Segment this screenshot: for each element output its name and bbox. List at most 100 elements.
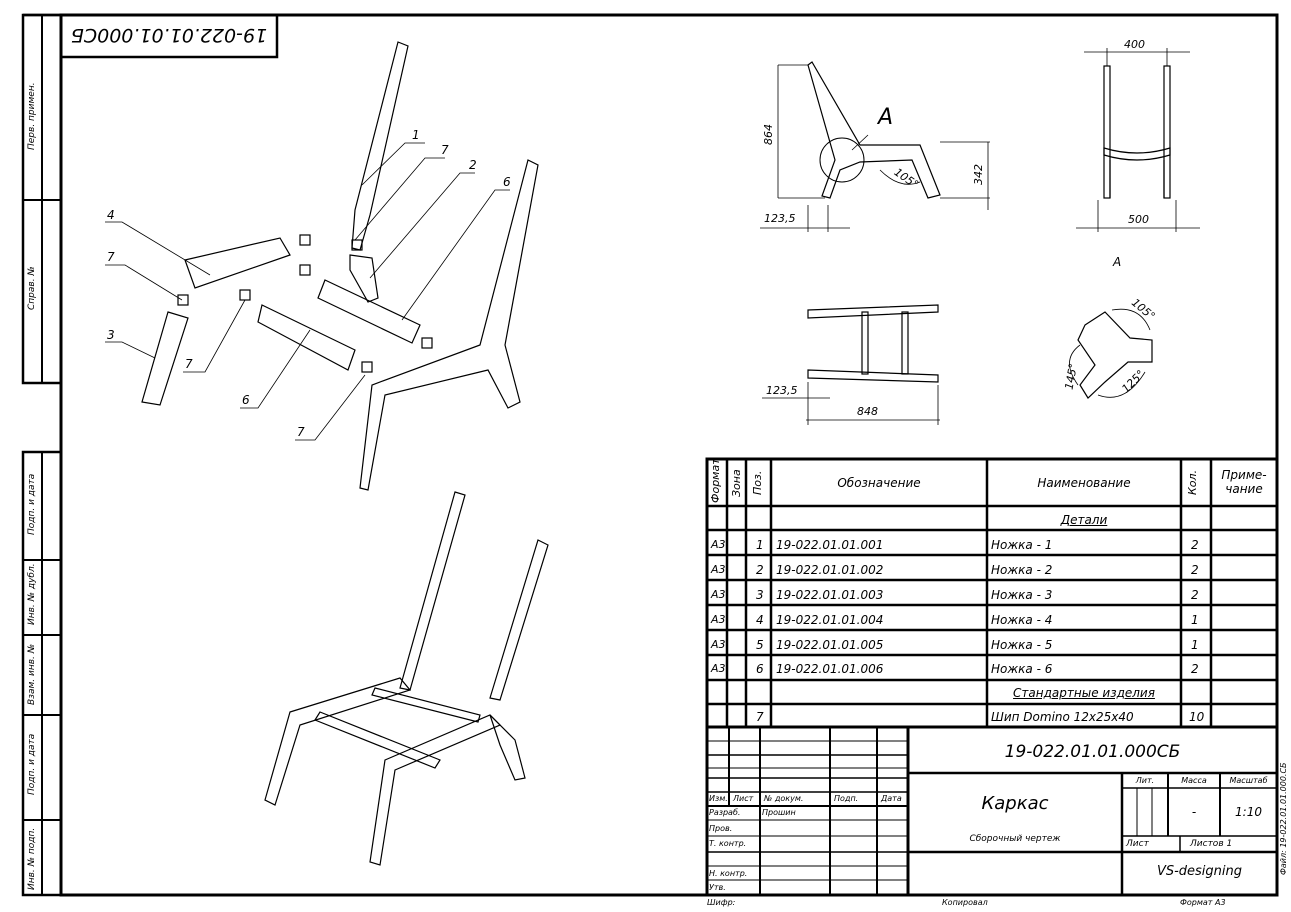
dim-seat-height: 342 (972, 164, 985, 185)
callout: 4 (107, 208, 115, 222)
title-doc-type: Сборочный чертеж (969, 834, 1061, 844)
side-field-reference: Справ. № (27, 266, 37, 310)
tb-col-sign: Подп. (834, 794, 859, 803)
spec-row-qty: 2 (1191, 588, 1199, 602)
tb-role: Разраб. (709, 808, 741, 817)
spec-header-qty: Кол. (1186, 469, 1199, 495)
tb-developer: Прошин (762, 808, 796, 817)
tb-col-list: Лист (733, 794, 754, 803)
tb-lit-label: Лит. (1135, 776, 1155, 785)
spec-row-format: А3 (711, 662, 726, 675)
callout: 7 (185, 357, 193, 371)
tb-role: Утв. (709, 883, 726, 892)
front-view-dims (1076, 48, 1200, 232)
part-6b (257, 304, 356, 371)
part-1 (351, 41, 409, 251)
spec-section-details: Детали (1060, 513, 1108, 527)
spec-row-qty: 2 (1191, 538, 1199, 552)
spec-header-note: Приме-чание (1221, 468, 1267, 496)
tb-role: Т. контр. (709, 839, 747, 848)
leader-lines (105, 142, 510, 441)
tb-col-izm: Изм. (709, 794, 728, 803)
side-field-inv-orig: Инв. № подп. (27, 827, 37, 890)
side-field-repl-inv: Взам. инв. № (27, 643, 37, 705)
part-2 (349, 254, 379, 303)
spec-row-qty: 1 (1191, 638, 1199, 652)
spec-row-code: 19-022.01.01.001 (776, 538, 884, 552)
spec-row-pos: 4 (756, 613, 764, 627)
spec-row-name: Ножка - 5 (991, 638, 1053, 652)
callout: 3 (107, 328, 115, 342)
part-4 (184, 237, 291, 289)
spec-row-pos: 2 (756, 563, 764, 577)
side-view-dims (760, 64, 990, 232)
side-field-first-use: Перв. примен. (27, 82, 37, 150)
callout: 2 (469, 158, 477, 172)
view-a-label: A (878, 105, 894, 130)
spec-row-qty: 2 (1191, 662, 1199, 676)
spec-row-qty: 1 (1191, 613, 1199, 627)
callout: 7 (297, 425, 305, 439)
spec-row-pos: 6 (756, 662, 764, 676)
spec-row-name: Ножка - 1 (991, 538, 1053, 552)
title-code: 19-022.01.01.000СБ (1004, 742, 1181, 762)
callout: 1 (412, 128, 420, 142)
spec-row-name: Ножка - 6 (991, 662, 1053, 676)
footer-cipher: Шифр: (707, 898, 736, 907)
side-view (807, 61, 941, 199)
spec-section-standard: Стандартные изделия (1013, 686, 1155, 700)
footer-copied: Копировал (942, 898, 988, 907)
spec-row-code: 19-022.01.01.006 (776, 662, 884, 676)
part-frame-side (359, 159, 539, 491)
stamp-box (59, 13, 279, 59)
spec-row-format: А3 (711, 563, 726, 576)
callout: 6 (503, 175, 511, 189)
title-block (705, 725, 1279, 897)
tb-col-date: Дата (881, 794, 902, 803)
top-view-dims (762, 382, 940, 425)
spec-row-code: 19-022.01.01.005 (776, 638, 884, 652)
spec-row-qty: 10 (1189, 710, 1205, 724)
dim-top-offset: 123,5 (766, 384, 798, 397)
dim-top-length: 848 (857, 405, 878, 418)
spec-row-format: А3 (711, 538, 726, 551)
tb-side-file: Файл: 19-022.01.01.000.СБ (1279, 762, 1288, 875)
tb-company: VS-designing (1156, 864, 1243, 879)
callout: 7 (107, 250, 115, 264)
tb-role: Пров. (709, 824, 733, 833)
stamp-code: 19-022.01.01.000СБ (70, 24, 268, 46)
spec-row-name: Ножка - 4 (991, 613, 1053, 627)
spec-row-name: Ножка - 2 (991, 563, 1053, 577)
spec-row-pos: 3 (756, 588, 764, 602)
tb-mass-value: - (1191, 805, 1197, 819)
spec-row-code: 19-022.01.01.002 (776, 563, 884, 577)
tb-col-doc: № докум. (764, 794, 804, 803)
spec-row-name: Ножка - 3 (991, 588, 1053, 602)
spec-row-name: Шип Domino 12х25х40 (991, 710, 1134, 724)
part-6a (317, 279, 421, 344)
callout: 6 (242, 393, 250, 407)
spec-header-format: Формат (709, 458, 722, 503)
spec-header-zone: Зона (730, 469, 743, 497)
spec-row-code: 19-022.01.01.003 (776, 588, 884, 602)
detail-a (1069, 308, 1153, 399)
top-view (807, 304, 939, 383)
spec-row-code: 19-022.01.01.004 (776, 613, 884, 627)
tb-role: Н. контр. (709, 869, 748, 878)
spec-header-code: Обозначение (837, 476, 921, 490)
dim-height: 864 (762, 124, 775, 145)
spec-header-name: Наименование (1037, 476, 1131, 490)
tb-scale-label: Масштаб (1229, 776, 1268, 785)
dim-front-top-width: 400 (1124, 38, 1145, 51)
dim-front-bottom-width: 500 (1128, 213, 1149, 226)
detail-a-label: A (1113, 255, 1122, 269)
side-field-dup-inv: Инв. № дубл. (27, 563, 37, 625)
assembled-view (264, 491, 549, 866)
exploded-view (141, 41, 539, 491)
front-view (1103, 65, 1171, 199)
spec-row-qty: 2 (1191, 563, 1199, 577)
spec-row-format: А3 (711, 638, 726, 651)
part-3 (141, 311, 189, 406)
footer-format: Формат А3 (1180, 898, 1226, 907)
